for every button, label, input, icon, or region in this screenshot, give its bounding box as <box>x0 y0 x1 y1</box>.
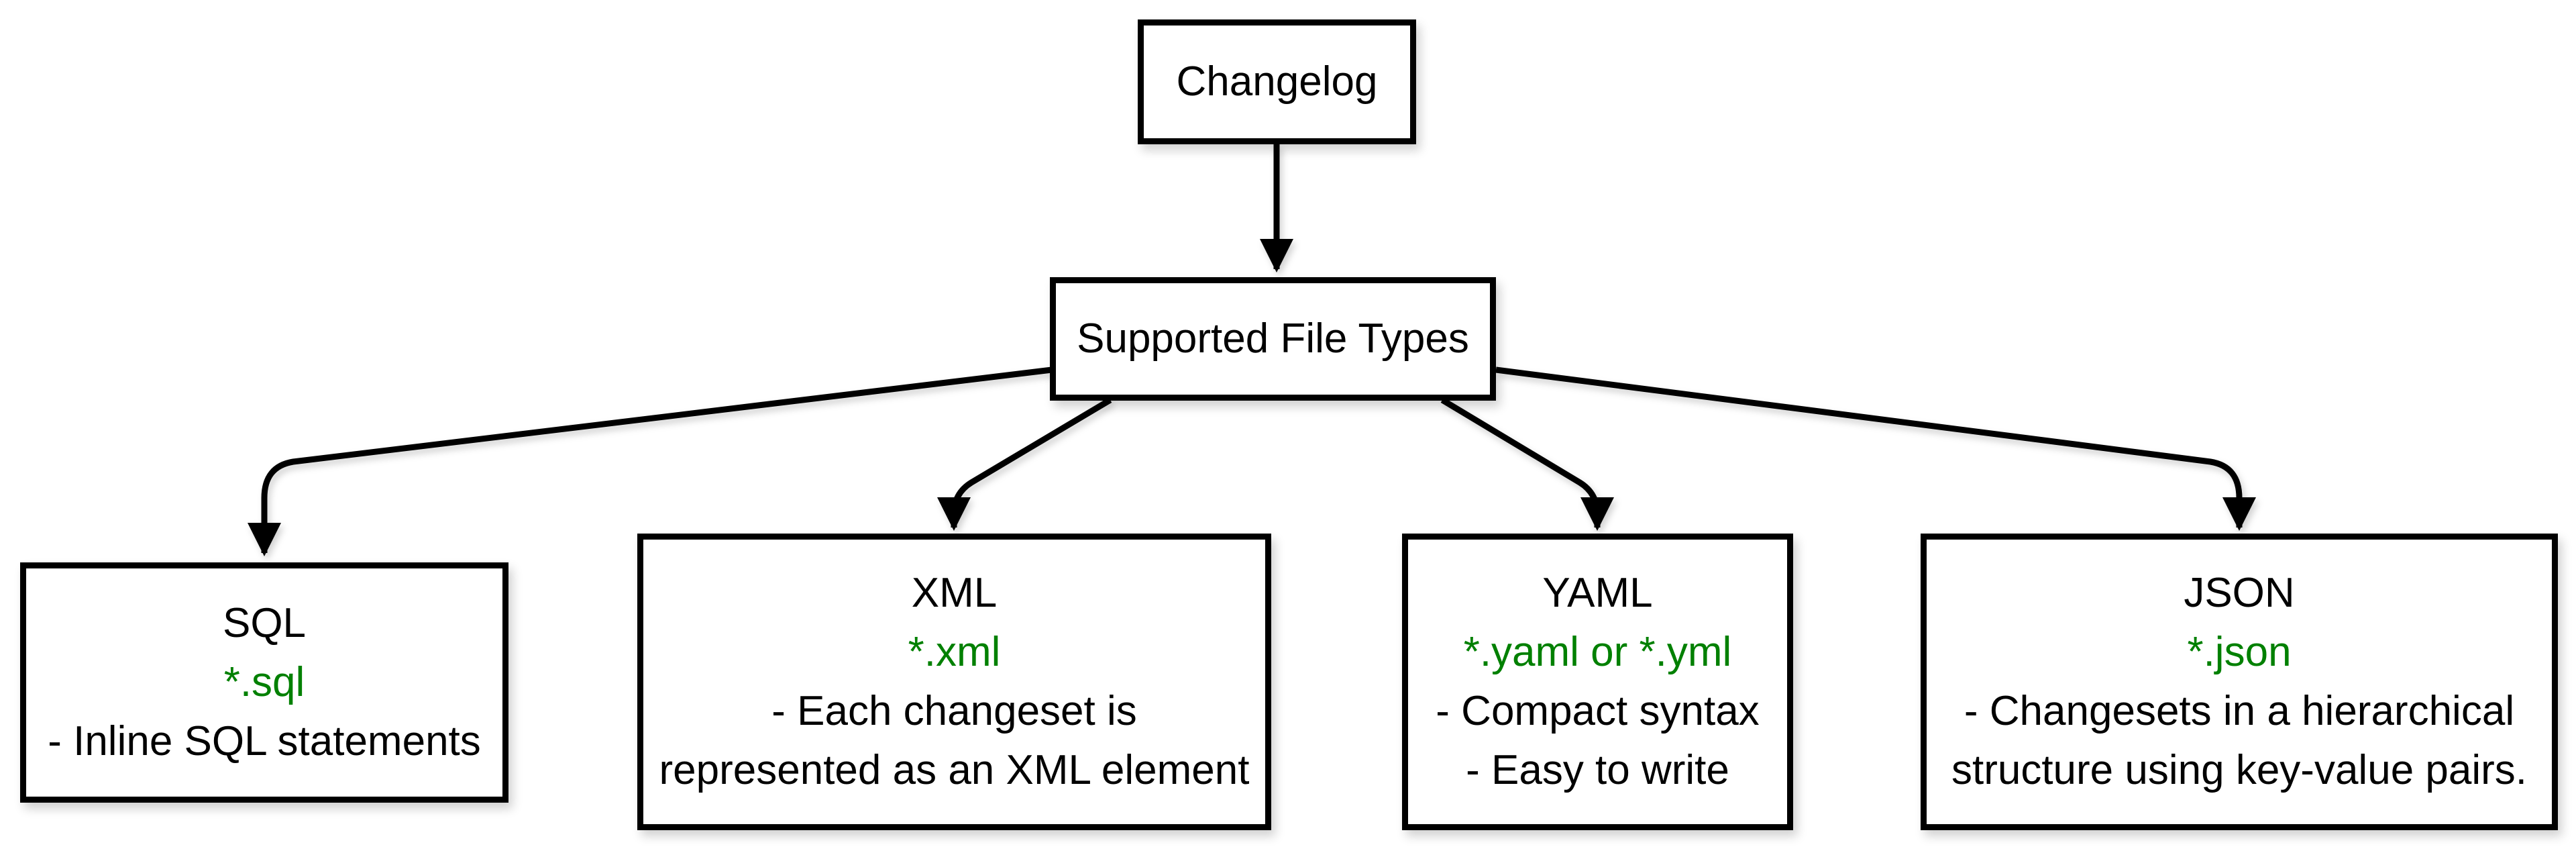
node-yaml: YAML *.yaml or *.yml - Compact syntax - … <box>1402 534 1793 830</box>
node-json: JSON *.json - Changesets in a hierarchic… <box>1921 534 2558 830</box>
json-file-pattern: *.json <box>2187 629 2292 675</box>
sql-title: SQL <box>222 600 307 646</box>
sql-bullet-line: - Inline SQL statements <box>48 718 481 764</box>
yaml-title: YAML <box>1542 570 1653 616</box>
json-title: JSON <box>2184 570 2295 616</box>
node-xml: XML *.xml - Each changeset is represente… <box>637 534 1271 830</box>
xml-bullet-line: represented as an XML element <box>659 747 1250 793</box>
yaml-bullet-line: - Easy to write <box>1466 747 1729 793</box>
yaml-file-pattern: *.yaml or *.yml <box>1463 629 1732 675</box>
edge-supported-to-yaml <box>1440 397 1614 531</box>
node-supported-file-types: Supported File Types <box>1050 277 1496 401</box>
edge-supported-to-xml <box>937 397 1112 531</box>
node-sql: SQL *.sql - Inline SQL statements <box>20 562 508 803</box>
edge-supported-to-sql <box>248 366 1053 556</box>
xml-bullet-line: - Each changeset is <box>771 688 1137 734</box>
json-bullet-line: structure using key-value pairs. <box>1951 747 2528 793</box>
json-bullet-line: - Changesets in a hierarchical <box>1964 688 2515 734</box>
node-changelog-label: Changelog <box>1176 58 1378 105</box>
edge-supported-to-json <box>1495 366 2256 531</box>
node-supported-file-types-label: Supported File Types <box>1077 315 1469 362</box>
node-changelog: Changelog <box>1138 19 1416 144</box>
xml-title: XML <box>911 570 998 616</box>
sql-file-pattern: *.sql <box>223 659 305 705</box>
xml-file-pattern: *.xml <box>908 629 1001 675</box>
yaml-bullet-line: - Compact syntax <box>1436 688 1760 734</box>
